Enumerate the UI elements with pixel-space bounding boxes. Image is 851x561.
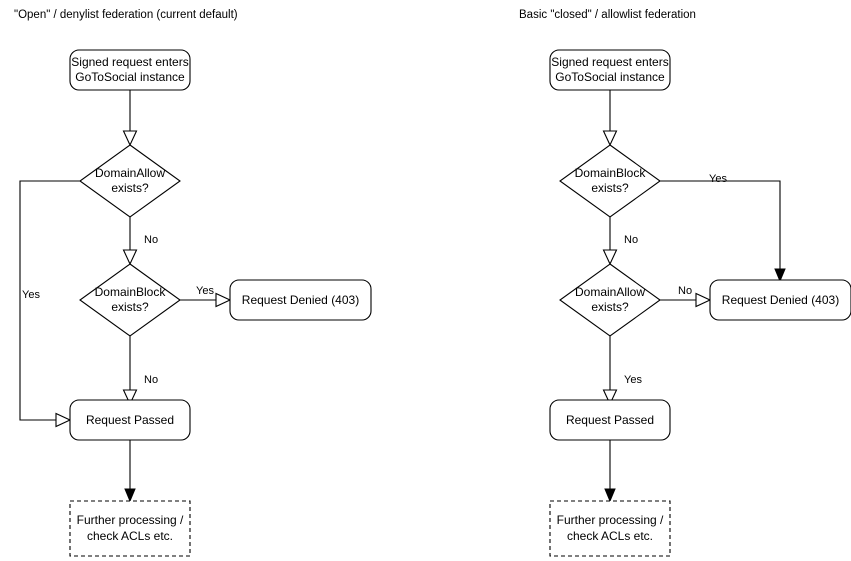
edge-entry-to-domainallow-left	[122, 90, 138, 147]
node-request-denied-right[interactable]: Request Denied (403)	[709, 279, 851, 321]
request-passed-label-right: Request Passed	[566, 413, 654, 427]
edge-domainblock-yes-right: Yes	[660, 173, 786, 283]
request-denied-box-right[interactable]	[709, 279, 851, 321]
edge-label-no-domainallow-right: No	[678, 285, 692, 297]
edge-domainallow-no-right: No	[660, 285, 712, 308]
entry-label-line1-left: Signed request enters	[71, 55, 188, 69]
node-further-processing-right[interactable]: Further processing / check ACLs etc.	[549, 500, 671, 557]
further-processing-box-left[interactable]	[69, 500, 191, 557]
entry-label-line2-left: GoToSocial instance	[75, 70, 185, 84]
node-domain-allow-right[interactable]: DomainAllow exists?	[559, 263, 661, 337]
node-entry-right[interactable]: Signed request enters GoToSocial instanc…	[549, 49, 671, 91]
further-processing-label-line2-left: check ACLs etc.	[87, 529, 173, 543]
domain-allow-label-line2-right: exists?	[591, 300, 629, 314]
request-denied-box-left[interactable]	[229, 279, 372, 321]
edge-requestpassed-to-further-right	[604, 440, 616, 503]
node-request-denied-left[interactable]: Request Denied (403)	[229, 279, 372, 321]
edge-domainallow-yes-right: Yes	[602, 336, 642, 406]
edge-label-no-domainallow-left: No	[144, 234, 158, 246]
domain-allow-label-line1-right: DomainAllow	[575, 285, 645, 299]
edge-domainallow-yes-left: Yes	[19, 180, 80, 428]
edge-domainallow-no-left: No	[122, 217, 158, 266]
domain-block-label-line1-right: DomainBlock	[575, 166, 647, 180]
domain-block-label-line2-left: exists?	[111, 300, 149, 314]
node-domain-block-left[interactable]: DomainBlock exists?	[79, 263, 181, 337]
node-further-processing-left[interactable]: Further processing / check ACLs etc.	[69, 500, 191, 557]
further-processing-box-right[interactable]	[549, 500, 671, 557]
node-domain-allow-left[interactable]: DomainAllow exists?	[79, 144, 181, 218]
request-denied-label-right: Request Denied (403)	[722, 293, 839, 307]
entry-label-line2-right: GoToSocial instance	[555, 70, 665, 84]
edge-domainblock-yes-left: Yes	[180, 285, 232, 308]
domain-allow-label-line2-left: exists?	[111, 181, 149, 195]
edge-entry-to-domainblock-right	[602, 90, 618, 147]
edge-label-no-domainblock-right: No	[624, 234, 638, 246]
panel-title-left: "Open" / denylist federation (current de…	[14, 9, 238, 21]
edge-domainblock-no-right: No	[602, 217, 638, 266]
edge-domainblock-no-left: No	[122, 336, 158, 406]
edge-label-yes-domainallow-right: Yes	[624, 374, 642, 386]
domain-block-label-line2-right: exists?	[591, 181, 629, 195]
node-entry-left[interactable]: Signed request enters GoToSocial instanc…	[69, 49, 191, 91]
node-domain-block-right[interactable]: DomainBlock exists?	[559, 144, 661, 218]
panel-title-right: Basic "closed" / allowlist federation	[519, 9, 696, 21]
node-request-passed-left[interactable]: Request Passed	[69, 399, 191, 441]
further-processing-label-line1-right: Further processing /	[557, 513, 664, 527]
request-passed-label-left: Request Passed	[86, 413, 174, 427]
edge-label-yes-domainblock-left: Yes	[196, 285, 214, 297]
domain-block-label-line1-left: DomainBlock	[95, 285, 167, 299]
node-request-passed-right[interactable]: Request Passed	[549, 399, 671, 441]
further-processing-label-line1-left: Further processing /	[77, 513, 184, 527]
edge-requestpassed-to-further-left	[124, 440, 136, 503]
edge-label-yes-domainblock-right: Yes	[709, 173, 727, 185]
domain-allow-label-line1-left: DomainAllow	[95, 166, 165, 180]
edge-label-no-domainblock-left: No	[144, 374, 158, 386]
entry-label-line1-right: Signed request enters	[551, 55, 668, 69]
request-denied-label-left: Request Denied (403)	[242, 293, 359, 307]
further-processing-label-line2-right: check ACLs etc.	[567, 529, 653, 543]
edge-label-yes-domainallow-left: Yes	[22, 289, 40, 301]
